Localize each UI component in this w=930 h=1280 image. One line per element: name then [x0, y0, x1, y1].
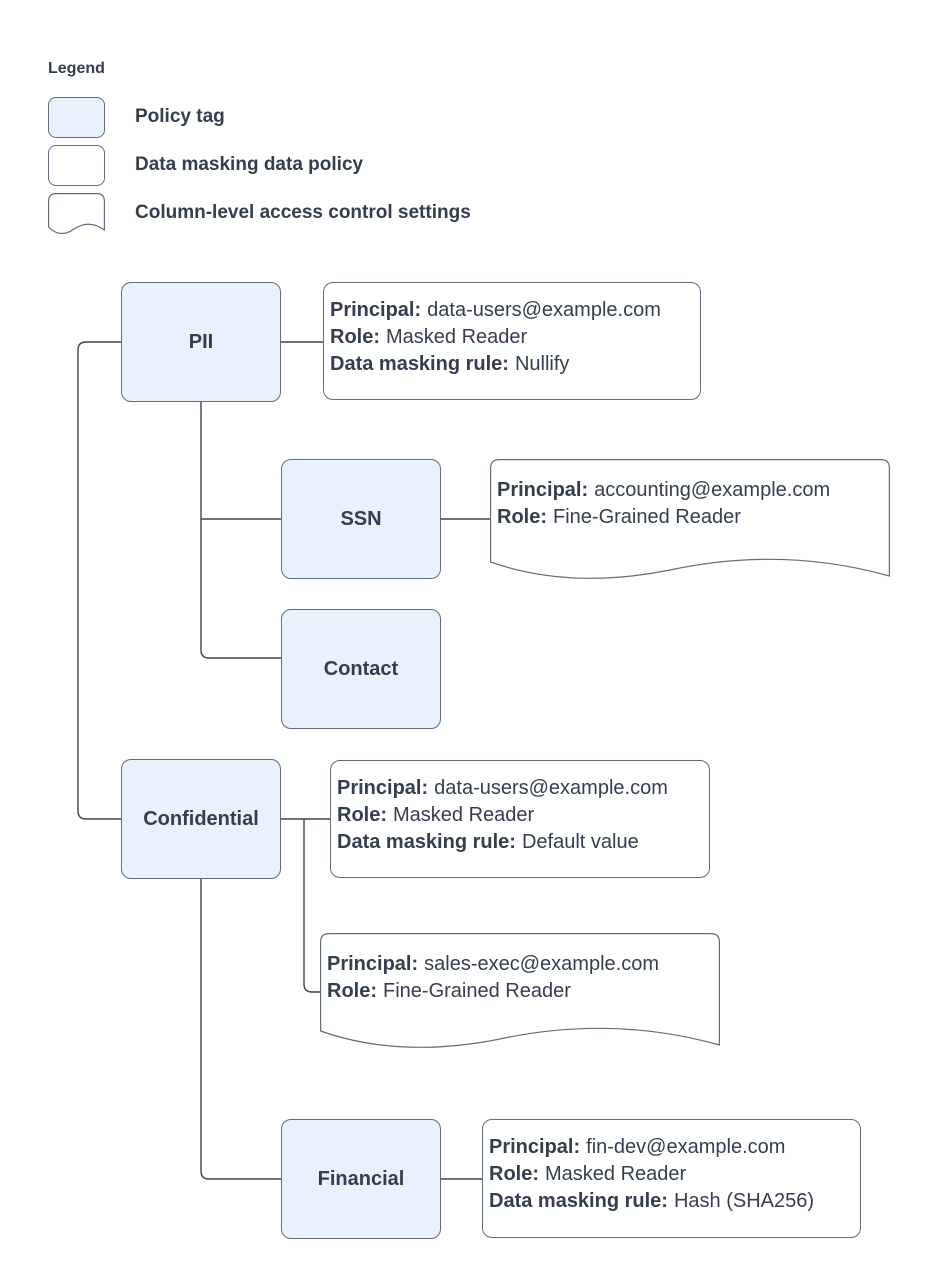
policy-tag-node-confidential: Confidential [121, 759, 281, 879]
legend-label-data-masking: Data masking data policy [135, 154, 364, 175]
field-label: Principal: [497, 479, 589, 501]
field-value: Nullify [514, 353, 570, 375]
field-value: data-users@example.com [434, 777, 668, 799]
data-masking-policy-swatch [48, 145, 105, 186]
node-label-contact: Contact [323, 657, 399, 680]
field-label: Role: [337, 804, 387, 826]
field-label: Role: [489, 1163, 539, 1185]
edge-pii-confidential [77, 341, 121, 820]
node-label-ssn: SSN [340, 507, 382, 530]
field-label: Principal: [327, 953, 419, 975]
column-access-control-swatch [48, 193, 105, 246]
field-value: sales-exec@example.com [424, 953, 659, 975]
field-label: Data masking rule: [489, 1190, 668, 1212]
data-policy-box-confidential: Principal:data-users@example.com Role: Ma… [330, 760, 710, 878]
policy-tag-swatch [48, 97, 105, 138]
field-label: Data masking rule: [337, 831, 516, 853]
field-value: Masked Reader [386, 326, 528, 348]
field-label: Principal: [489, 1136, 581, 1158]
policy-tag-node-ssn: SSN [281, 459, 441, 579]
field-label: Role: [327, 980, 377, 1002]
field-value: Masked Reader [393, 804, 535, 826]
field-value: fin-dev@example.com [586, 1136, 786, 1158]
access-control-box-ssn: Principal:accounting@example.com Role: Fi… [490, 459, 890, 586]
field-label: Principal: [330, 299, 422, 321]
field-value: Fine-Grained Reader [553, 506, 741, 528]
field-value: data-users@example.com [427, 299, 661, 321]
policy-tag-node-pii: PII [121, 282, 281, 402]
edge-confidential-access [303, 819, 320, 993]
document-shape [320, 933, 720, 1048]
field-value: accounting@example.com [594, 479, 831, 501]
node-label-financial: Financial [317, 1167, 405, 1190]
field-value: Masked Reader [545, 1163, 687, 1185]
field-value: Hash (SHA256) [673, 1190, 815, 1212]
field-label: Principal: [337, 777, 429, 799]
node-label-pii: PII [188, 330, 214, 353]
field-value: Fine-Grained Reader [383, 980, 571, 1002]
access-control-box-sales-exec: Principal:sales-exec@example.com Role: Fi… [320, 933, 720, 1055]
field-label: Role: [330, 326, 380, 348]
legend-label-policy-tag: Policy tag [135, 106, 225, 127]
edge-confidential-financial [200, 879, 281, 1180]
data-policy-box-pii: Principal:data-users@example.com Role: Ma… [323, 282, 701, 400]
node-label-confidential: Confidential [143, 807, 259, 830]
policy-tag-node-financial: Financial [281, 1119, 441, 1239]
policy-tag-node-contact: Contact [281, 609, 441, 729]
data-policy-box-financial: Principal:fin-dev@example.com Role: Maske… [482, 1119, 861, 1238]
legend-title: Legend [48, 60, 105, 77]
edge-pii-children-trunk [200, 402, 281, 659]
document-shape [490, 459, 890, 579]
field-label: Role: [497, 506, 547, 528]
field-value: Default value [521, 831, 639, 853]
legend-label-column-access: Column-level access control settings [135, 202, 471, 223]
field-label: Data masking rule: [330, 353, 509, 375]
